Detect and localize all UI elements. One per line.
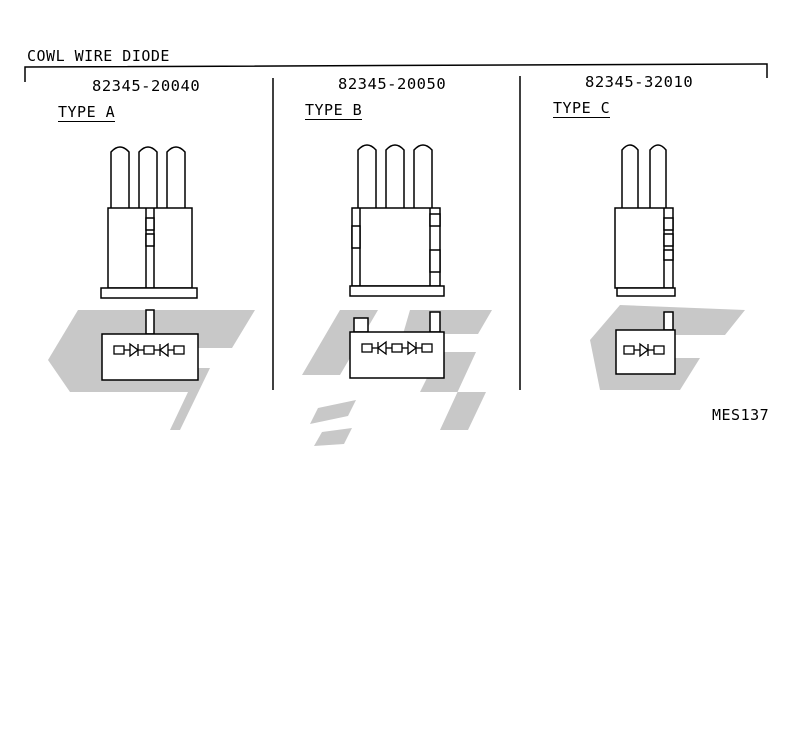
- type-label-b: TYPE B: [305, 101, 363, 120]
- diagram-title: COWL WIRE DIODE: [27, 47, 170, 65]
- part-number-type-a: 82345-20040: [92, 77, 201, 95]
- frame-bracket: [24, 63, 768, 82]
- connector-type-c: [614, 144, 676, 375]
- diode-symbol: [361, 340, 433, 356]
- part-number-type-b: 82345-20050: [338, 75, 447, 93]
- type-label-a: TYPE A: [58, 103, 116, 122]
- diode-symbol: [113, 342, 185, 358]
- diode-symbol: [623, 342, 665, 358]
- figure-code: MES137: [712, 406, 770, 424]
- part-number-type-c: 82345-32010: [585, 73, 694, 91]
- type-label-c: TYPE C: [553, 99, 611, 118]
- connector-type-a: [100, 146, 199, 381]
- connector-type-b: [349, 144, 445, 379]
